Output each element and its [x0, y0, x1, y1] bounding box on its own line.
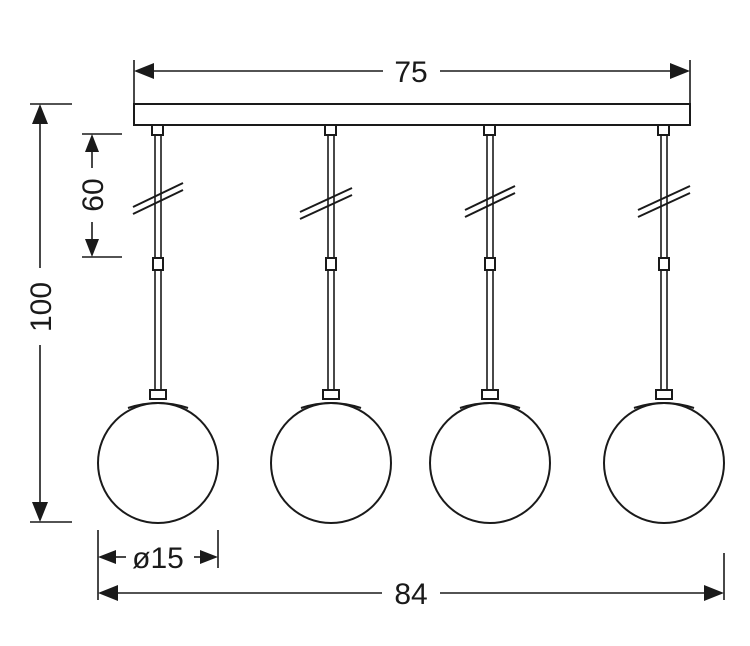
arrow-down-icon: [85, 239, 99, 257]
dimension-cable-length: 60: [77, 133, 122, 258]
break-mark: [464, 185, 516, 211]
arrow-up-icon: [32, 104, 48, 124]
arrow-down-icon: [32, 502, 48, 522]
globe-shade: [429, 402, 551, 524]
dimension-total-width: 84: [98, 553, 725, 611]
arrow-left-icon: [98, 550, 116, 564]
pendant-lamp: [97, 124, 219, 524]
ceiling-bar: [133, 103, 691, 126]
label-globe-diameter: ø15: [132, 542, 184, 575]
break-mark: [299, 187, 353, 213]
arrow-left-icon: [134, 63, 154, 79]
arrow-up-icon: [85, 134, 99, 152]
pendant-lamp: [270, 124, 392, 524]
break-mark: [132, 182, 184, 208]
arrow-right-icon: [200, 550, 218, 564]
globe-shade: [270, 402, 392, 524]
dimension-top-width: 75: [133, 56, 691, 103]
pendant-lamp: [603, 124, 725, 524]
globe-shade: [97, 402, 219, 524]
arrow-right-icon: [704, 585, 724, 601]
break-mark: [464, 192, 516, 218]
break-mark: [637, 185, 691, 211]
dimension-globe-diameter: ø15: [97, 530, 219, 600]
globe-shade: [603, 402, 725, 524]
arrow-left-icon: [98, 585, 118, 601]
dimension-total-height: 100: [25, 103, 72, 523]
break-mark: [299, 194, 353, 220]
arrow-right-icon: [670, 63, 690, 79]
break-mark: [132, 189, 184, 215]
label-total-height: 100: [25, 282, 58, 332]
label-top-width: 75: [394, 56, 427, 89]
label-total-width: 84: [394, 578, 427, 611]
break-mark: [637, 192, 691, 218]
pendant-lamp: [429, 124, 551, 524]
label-cable-length: 60: [77, 178, 110, 211]
